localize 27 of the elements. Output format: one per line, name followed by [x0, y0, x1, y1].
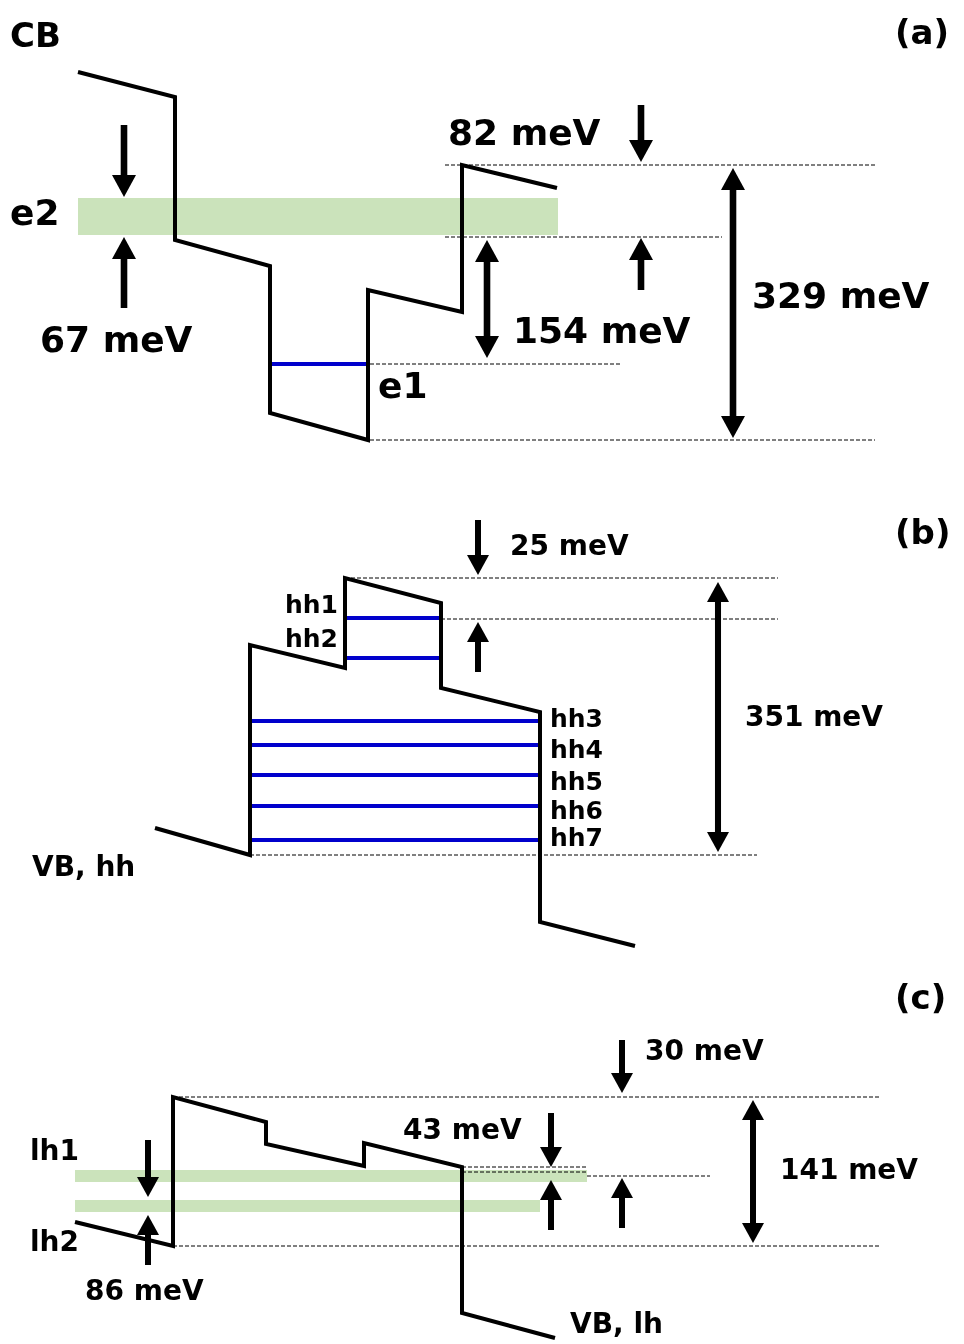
band-label: VB, lh — [570, 1310, 663, 1338]
energy-value: 154 meV — [513, 313, 691, 349]
panel-letter: (c) — [895, 980, 947, 1014]
energy-value: 82 meV — [448, 115, 601, 151]
energy-value: 351 meV — [745, 703, 884, 731]
energy-value: 329 meV — [752, 278, 930, 314]
level-label: hh5 — [550, 769, 603, 794]
level-label: hh7 — [550, 825, 603, 850]
energy-value: 25 meV — [510, 532, 629, 560]
panel-letter: (b) — [895, 515, 951, 549]
band-label: CB — [10, 18, 61, 52]
level-label: hh2 — [285, 626, 338, 651]
level-label: hh6 — [550, 798, 603, 823]
level-label: lh1 — [30, 1137, 79, 1165]
band-label: VB, hh — [32, 853, 136, 881]
level-label: e2 — [10, 195, 60, 231]
level-label: lh2 — [30, 1228, 79, 1256]
level-label: hh3 — [550, 706, 603, 731]
energy-value: 67 meV — [40, 322, 193, 358]
energy-value: 30 meV — [645, 1037, 764, 1065]
level-label: hh1 — [285, 592, 338, 617]
level-label: e1 — [378, 368, 428, 404]
energy-value: 141 meV — [780, 1156, 919, 1184]
level-label: hh4 — [550, 737, 603, 762]
panel-letter: (a) — [895, 15, 950, 49]
energy-value: 86 meV — [85, 1277, 204, 1305]
energy-value: 43 meV — [403, 1116, 522, 1144]
